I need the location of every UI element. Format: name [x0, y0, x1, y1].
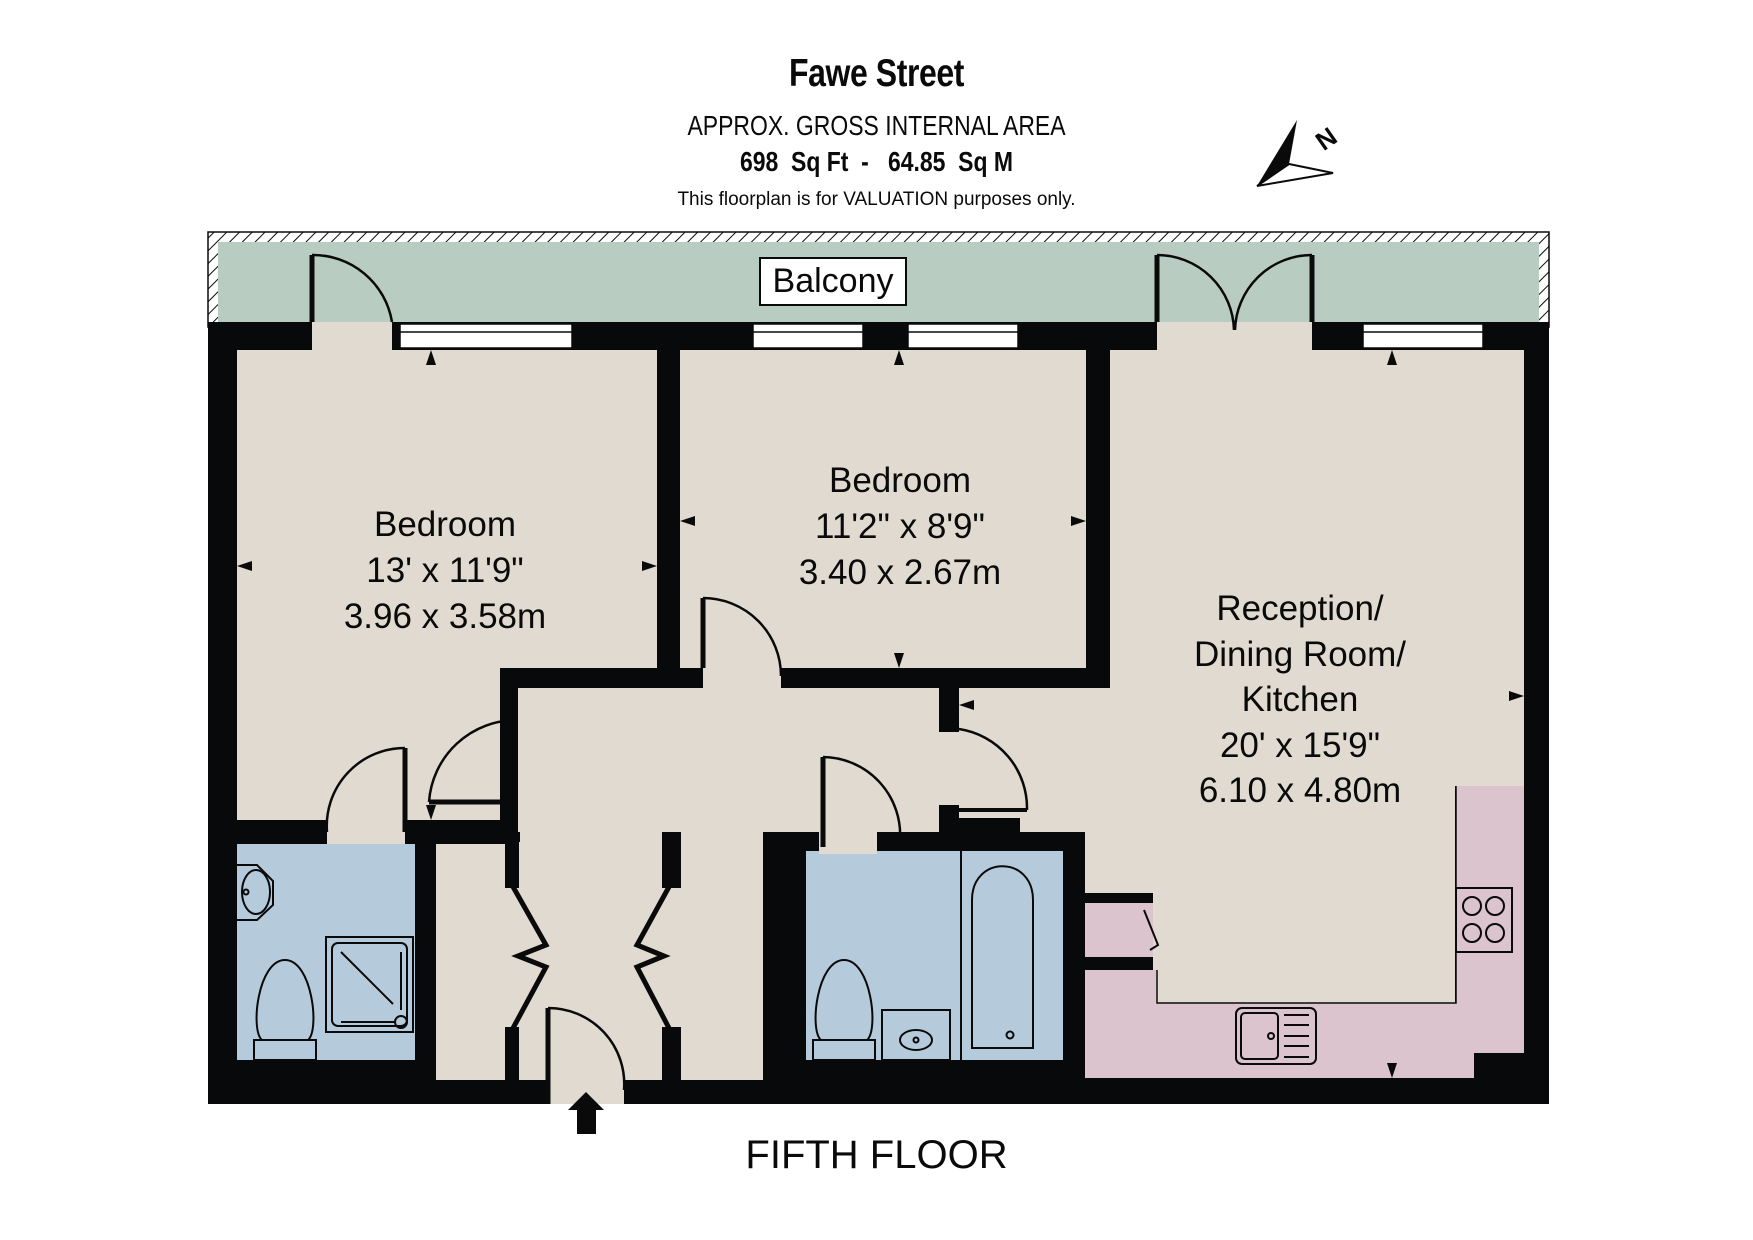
- sink-drainer-icon: [1235, 1007, 1317, 1065]
- entrance-hall-floor: [520, 832, 673, 1080]
- entrance-arrow-icon: [568, 1092, 604, 1134]
- bathroom-toilet-icon: [812, 958, 876, 1061]
- north-arrow-icon: N: [1256, 120, 1343, 187]
- balcony-label-box: Balcony: [759, 257, 907, 306]
- kitchen-floor: [1085, 786, 1524, 1078]
- room-dims-imperial: 11'2" x 8'9": [815, 507, 985, 546]
- bathroom-fixtures: [812, 851, 1034, 1061]
- bathroom-floor: [806, 851, 1063, 1060]
- en-suite-basin-icon: [237, 864, 274, 921]
- compass-north-label: N: [1310, 121, 1343, 156]
- en-suite-fixtures: [237, 864, 414, 1061]
- room-dims-metric: 3.96 x 3.58m: [344, 597, 546, 636]
- balcony-label: Balcony: [773, 262, 894, 300]
- room-dims-metric: 3.40 x 2.67m: [799, 553, 1001, 592]
- bathtub-icon: [971, 865, 1034, 1049]
- kitchen-fixtures: [1235, 887, 1513, 1065]
- reception-floor: [959, 350, 1524, 1003]
- room-name-line-3: Kitchen: [1242, 680, 1359, 719]
- door-opening: [703, 668, 781, 690]
- dimension-markers: [237, 350, 1524, 1078]
- cupboard-right-floor: [673, 842, 763, 1080]
- cupboard-doors: [509, 883, 673, 1032]
- bedroom-2-floor: [680, 350, 1086, 668]
- room-label-bedroom-2: Bedroom 11'2" x 8'9" 3.40 x 2.67m: [799, 461, 1001, 592]
- disclaimer: This floorplan is for VALUATION purposes…: [677, 189, 1076, 210]
- interior-walls: [237, 350, 1153, 1104]
- room-dims-imperial: 20' x 15'9": [1220, 726, 1380, 765]
- shower-tray-icon: [325, 936, 414, 1033]
- room-name-line-2: Dining Room/: [1194, 635, 1406, 674]
- hob-icon: [1455, 887, 1513, 953]
- floor-areas: [237, 322, 1524, 1104]
- room-name: Bedroom: [374, 505, 516, 544]
- en-suite-toilet-icon: [253, 958, 317, 1061]
- area-label: APPROX. GROSS INTERNAL AREA: [687, 110, 1066, 141]
- bathroom-basin-icon: [881, 1009, 951, 1061]
- room-label-bedroom-1: Bedroom 13' x 11'9" 3.96 x 3.58m: [344, 505, 546, 636]
- door-opening: [819, 832, 877, 854]
- room-name-line-1: Reception/: [1216, 589, 1384, 628]
- property-title: Fawe Street: [788, 52, 964, 95]
- room-dims-imperial: 13' x 11'9": [366, 551, 523, 590]
- windows: [399, 323, 1484, 349]
- room-name: Bedroom: [829, 461, 971, 500]
- area-values: 698 Sq Ft - 64.85 Sq M: [739, 146, 1014, 177]
- door-opening: [326, 818, 408, 844]
- room-dims-metric: 6.10 x 4.80m: [1199, 771, 1401, 810]
- floor-label: FIFTH FLOOR: [745, 1133, 1008, 1177]
- room-label-reception: Reception/ Dining Room/ Kitchen 20' x 15…: [1194, 589, 1406, 810]
- kitchen-cupboard-floor: [1085, 902, 1153, 957]
- door-opening: [312, 322, 392, 350]
